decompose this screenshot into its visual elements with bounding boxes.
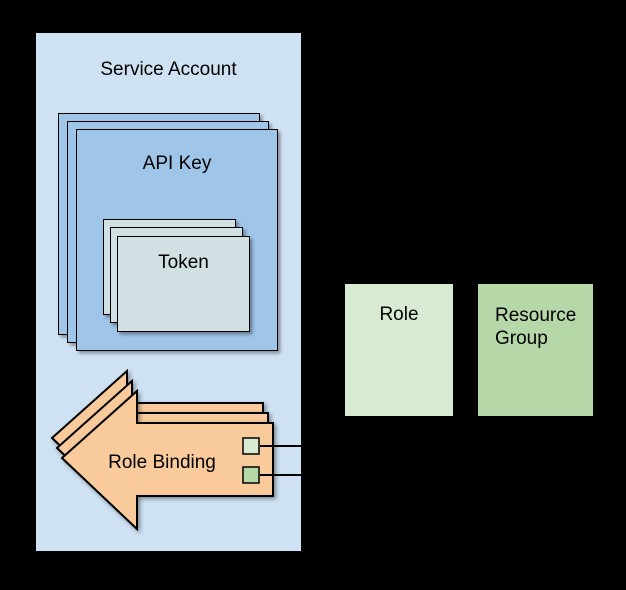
resource-group-label: Resource Group (495, 305, 577, 349)
role-binding-label: Role Binding (108, 452, 216, 473)
role-box (345, 284, 453, 416)
token-box (117, 236, 250, 332)
role-connector-swatch (242, 437, 260, 455)
api-key-label: API Key (142, 153, 212, 174)
resource-group-box (478, 284, 593, 416)
service-account-label: Service Account (100, 59, 237, 80)
resource-group-connector-swatch (242, 466, 260, 484)
role-binding-arrow (60, 388, 274, 532)
role-label: Role (379, 304, 419, 325)
token-label: Token (158, 252, 209, 273)
